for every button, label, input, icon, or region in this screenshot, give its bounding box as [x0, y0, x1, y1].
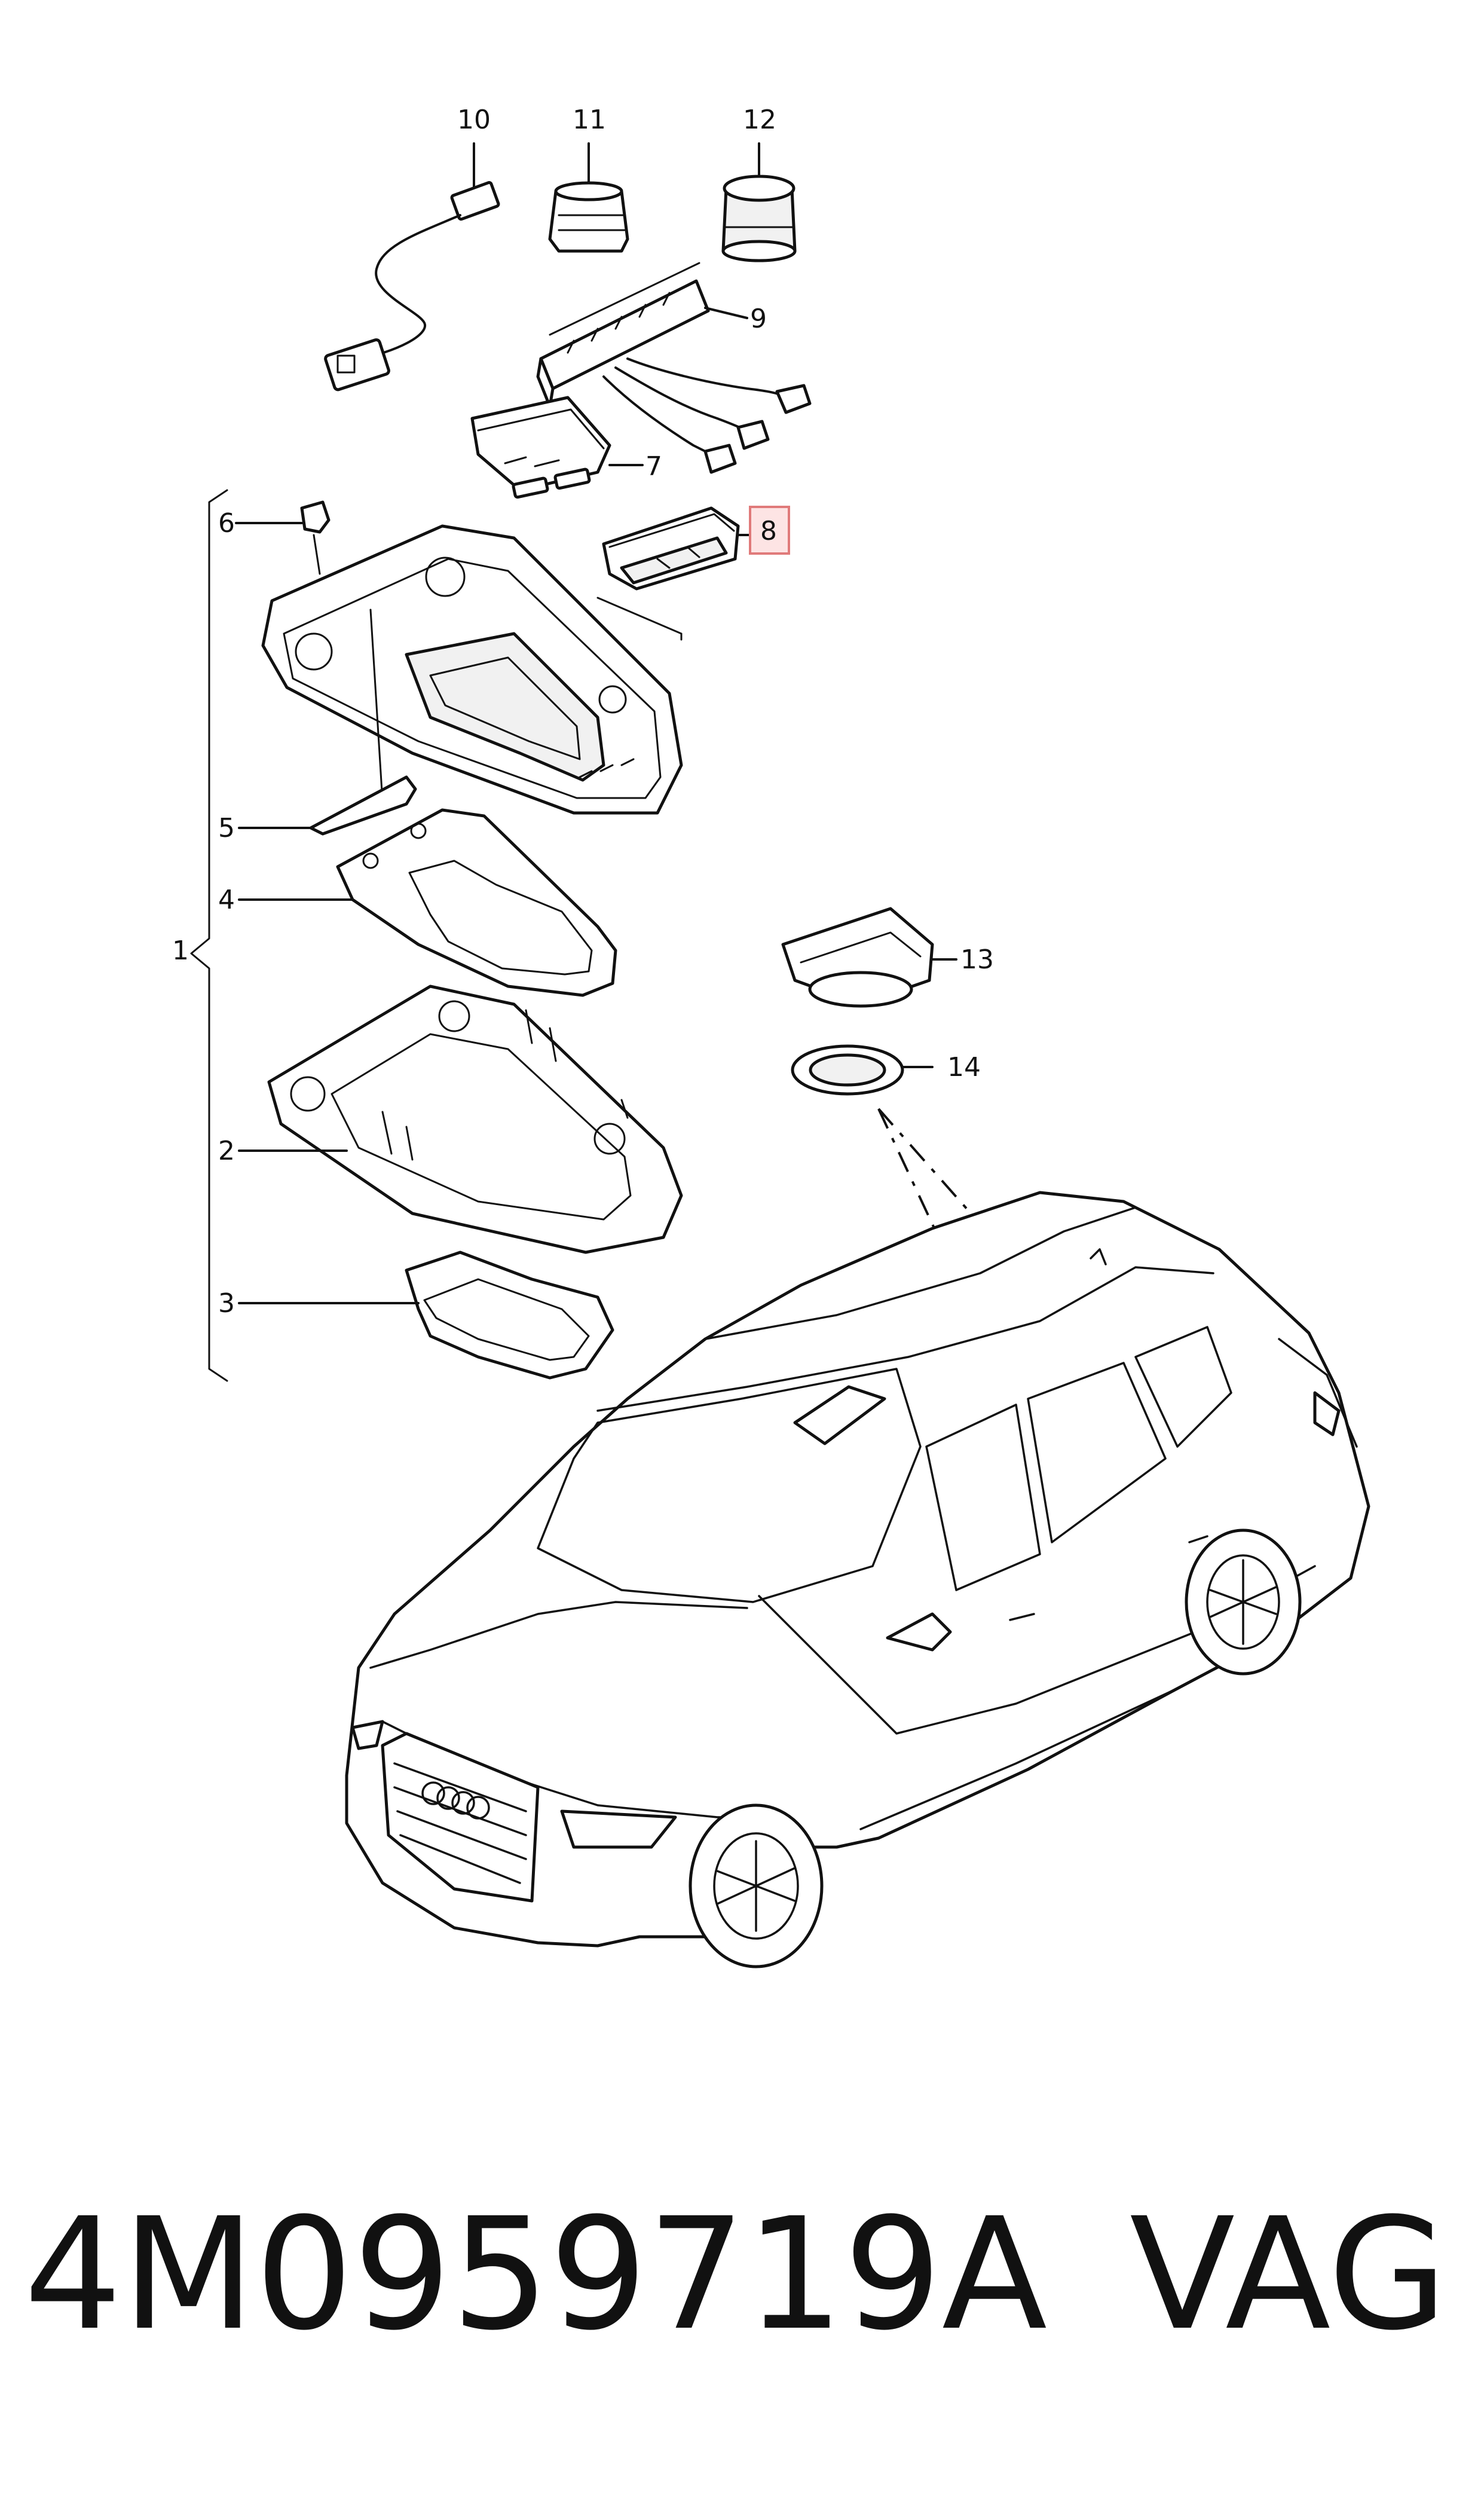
vehicle-outline: [345, 1191, 1370, 1968]
part-10-cable-harness: [324, 142, 500, 392]
part-9-control-unit: [536, 262, 812, 474]
callout-lines: [235, 522, 420, 1304]
callout-13[interactable]: 13: [960, 944, 994, 975]
callout-1[interactable]: 1: [172, 936, 189, 966]
callout-12[interactable]: 12: [743, 105, 776, 135]
part-2-frame: [267, 985, 683, 1254]
callout-10[interactable]: 10: [457, 105, 491, 135]
part-7-switch-module: [470, 396, 644, 499]
assembly-1-bracket: [190, 489, 228, 1382]
callout-4[interactable]: 4: [218, 885, 235, 915]
part-5-trim-strip: [309, 775, 417, 836]
callout-9[interactable]: 9: [750, 304, 767, 334]
callout-7[interactable]: 7: [645, 451, 662, 482]
part-13-lamp-housing: [781, 907, 957, 1008]
callout-14[interactable]: 14: [947, 1052, 981, 1083]
brand-caption: VAG: [1130, 2185, 1448, 2364]
part-6-clip: [300, 500, 331, 575]
callout-8[interactable]: 8: [760, 516, 777, 546]
part-number-caption: 4M0959719A: [24, 2185, 1048, 2364]
callout-11[interactable]: 11: [573, 105, 606, 135]
part-3-handle-cover: [405, 1251, 614, 1380]
part-14-ring: [791, 1044, 934, 1096]
part-1-roof-console-assembly: [261, 524, 683, 815]
part-8-light-module: [596, 506, 754, 641]
callout-5[interactable]: 5: [218, 813, 235, 843]
callout-6[interactable]: 6: [218, 508, 235, 539]
part-12-cylinder-light: [721, 142, 797, 262]
callout-8-highlight: [749, 506, 790, 555]
callout-2[interactable]: 2: [218, 1136, 235, 1166]
callout-3[interactable]: 3: [218, 1288, 235, 1319]
part-11-module: [548, 142, 629, 253]
part-4-inner-panel: [336, 808, 617, 997]
